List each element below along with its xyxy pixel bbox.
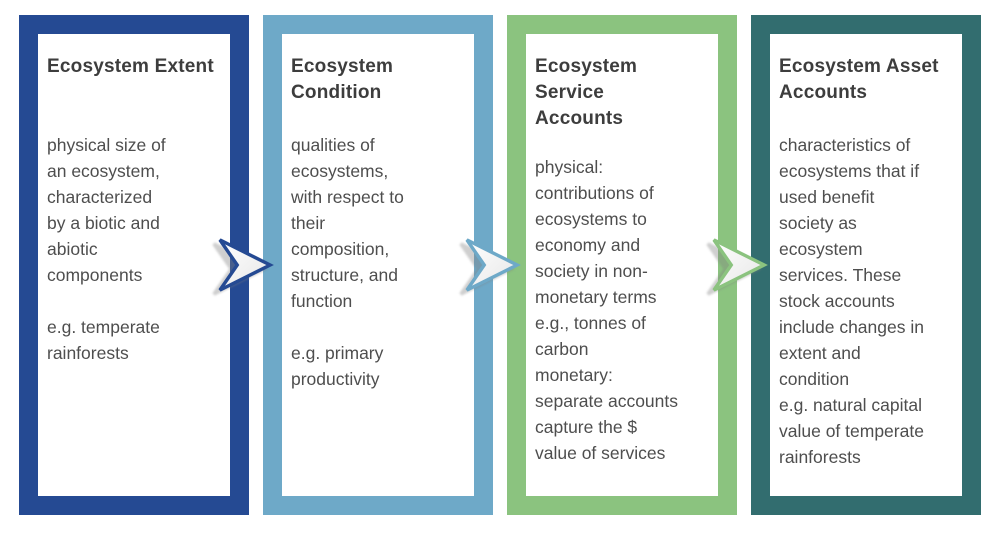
card-paragraph: qualities of ecosystems, with respect to…: [291, 135, 404, 311]
card-paragraph: e.g. primary productivity: [291, 343, 384, 389]
card-ecosystem-service-accounts: Ecosystem Service Accounts physical: con…: [507, 15, 737, 515]
card-paragraph: physical: contributions of ecosystems to…: [535, 157, 679, 463]
right-arrow-icon: [214, 236, 276, 294]
card-paragraph: physical size of an ecosystem, character…: [47, 135, 166, 285]
card-ecosystem-extent: Ecosystem Extent physical size of an eco…: [19, 15, 249, 515]
card-title: Ecosystem Asset Accounts: [779, 56, 939, 103]
card-title: Ecosystem Condition: [291, 56, 394, 103]
card-body: Ecosystem Condition qualities of ecosyst…: [282, 34, 474, 496]
card-title: Ecosystem Service Accounts: [535, 56, 638, 129]
right-arrow-icon: [461, 236, 523, 294]
card-body: Ecosystem Extent physical size of an eco…: [38, 34, 230, 496]
card-ecosystem-asset-accounts: Ecosystem Asset Accounts characteristics…: [751, 15, 981, 515]
card-body: Ecosystem Asset Accounts characteristics…: [770, 34, 962, 496]
card-ecosystem-condition: Ecosystem Condition qualities of ecosyst…: [263, 15, 493, 515]
card-body: Ecosystem Service Accounts physical: con…: [526, 34, 718, 496]
card-paragraph: e.g. temperate rainforests: [47, 317, 160, 363]
card-title: Ecosystem Extent: [47, 56, 214, 77]
card-paragraph: characteristics of ecosystems that if us…: [779, 135, 924, 467]
right-arrow-icon: [708, 236, 770, 294]
